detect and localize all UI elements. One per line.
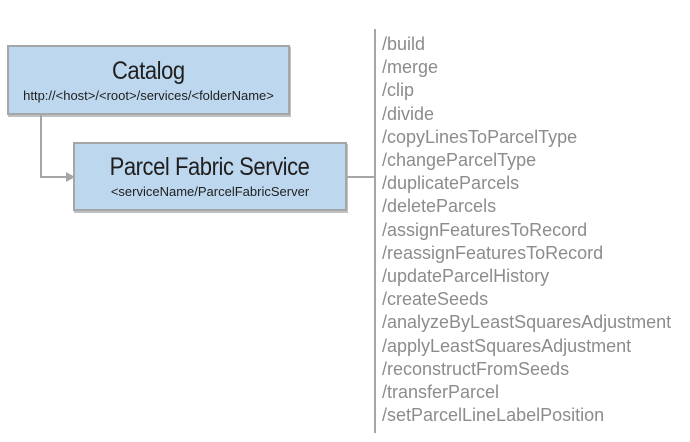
- catalog-to-service-connector-vertical: [40, 115, 42, 178]
- service-box-url: <serviceName/ParcelFabricServer: [110, 184, 310, 199]
- operations-list: /build /merge /clip /divide /copyLinesTo…: [382, 33, 671, 427]
- catalog-box-title: Catalog: [112, 56, 185, 85]
- operation-endpoint: /reassignFeaturesToRecord: [382, 242, 604, 263]
- operation-endpoint: /duplicateParcels: [382, 173, 520, 194]
- operation-endpoint: /clip: [382, 80, 415, 101]
- operation-endpoint: /updateParcelHistory: [382, 266, 550, 287]
- operation-endpoint: /divide: [382, 103, 435, 124]
- operations-separator-line: [374, 29, 376, 433]
- operation-endpoint: /transferParcel: [382, 382, 500, 403]
- operation-endpoint: /assignFeaturesToRecord: [382, 219, 588, 240]
- service-to-operations-connector: [347, 176, 374, 178]
- operation-endpoint: /merge: [382, 57, 439, 78]
- service-box-title: Parcel Fabric Service: [110, 153, 310, 181]
- parcel-fabric-service-box: Parcel Fabric Service <serviceName/Parce…: [73, 142, 347, 211]
- operation-endpoint: /reconstructFromSeeds: [382, 358, 570, 379]
- catalog-to-service-connector-horizontal: [40, 176, 68, 178]
- operation-endpoint: /analyzeByLeastSquaresAdjustment: [382, 312, 672, 333]
- operation-endpoint: /applyLeastSquaresAdjustment: [382, 335, 632, 356]
- operation-endpoint: /createSeeds: [382, 289, 489, 310]
- operation-endpoint: /copyLinesToParcelType: [382, 126, 578, 147]
- operation-endpoint: /setParcelLineLabelPosition: [382, 405, 605, 426]
- operation-endpoint: /build: [382, 34, 426, 54]
- connector-arrowhead-icon: [66, 172, 75, 182]
- operation-endpoint: /deleteParcels: [382, 196, 497, 217]
- catalog-box: Catalog http://<host>/<root>/services/<f…: [7, 45, 290, 115]
- operation-endpoint: /changeParcelType: [382, 150, 537, 171]
- catalog-box-url: http://<host>/<root>/services/<folderNam…: [23, 87, 274, 103]
